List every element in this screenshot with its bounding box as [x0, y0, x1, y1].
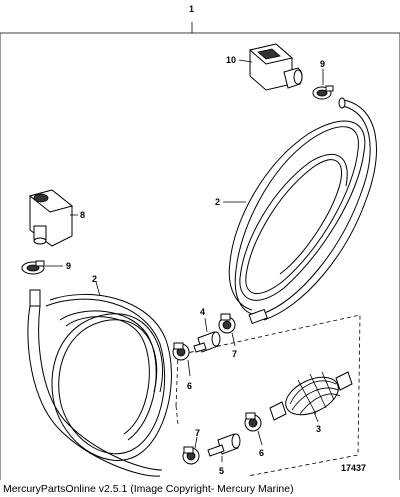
callout-6-upper: 6 [187, 381, 192, 391]
fuel-connector-part-8: 8 [28, 189, 85, 247]
diagram-frame: 1 [0, 4, 400, 480]
hose-clamp-part-9-left: 9 [21, 260, 71, 275]
callout-7-upper: 7 [232, 349, 237, 359]
callout-1: 1 [189, 4, 194, 14]
detail-dashed-outline [175, 314, 361, 477]
image-copyright-footer: MercuryPartsOnline v2.5.1 (Image Copyrig… [3, 483, 294, 495]
callout-8: 8 [80, 210, 85, 220]
hose-fitting-part-4: 4 [193, 307, 221, 353]
fuel-hose-coil-right-part-2: 2 [215, 97, 377, 325]
callout-2-left: 2 [92, 274, 97, 284]
drawing-number: 17437 [341, 463, 366, 473]
callout-9-top: 9 [320, 59, 325, 69]
callout-4: 4 [200, 307, 205, 317]
primer-bulb-part-3: 3 [269, 371, 353, 434]
hose-clamp-part-9-top: 9 [312, 59, 334, 100]
fuel-hose-coil-left-part-2: 2 [27, 274, 172, 477]
hose-clamp-part-7-lower: 7 [182, 428, 200, 465]
callout-5: 5 [219, 466, 224, 476]
callout-9-left: 9 [66, 261, 71, 271]
hose-clamp-part-7-upper: 7 [218, 313, 237, 359]
callout-3: 3 [316, 424, 321, 434]
callout-7-lower: 7 [195, 428, 200, 438]
hose-fitting-part-5: 5 [207, 433, 241, 476]
hose-clamp-part-6-upper: 6 [172, 342, 192, 391]
fuel-connector-part-10: 10 [226, 43, 303, 91]
callout-2-right: 2 [215, 197, 220, 207]
hose-clamp-part-6-lower: 6 [244, 412, 264, 458]
callout-6-lower: 6 [259, 448, 264, 458]
callout-10: 10 [226, 55, 236, 65]
